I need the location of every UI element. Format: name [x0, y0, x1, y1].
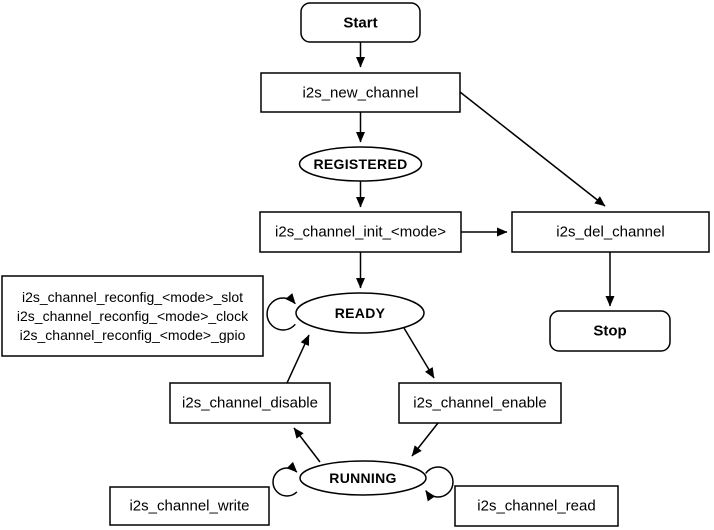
- start-node: [300, 2, 421, 43]
- arrow-ready-to-enable: [403, 327, 435, 379]
- reconfig-gpio-label: i2s_channel_reconfig_<mode>_gpio: [20, 327, 246, 343]
- arrow-disable-to-ready: [286, 334, 310, 384]
- reconfig-node: [1, 275, 264, 357]
- registered-label: REGISTERED: [313, 156, 407, 172]
- stop-label: Stop: [593, 323, 626, 340]
- new-channel-label: i2s_new_channel: [303, 85, 419, 102]
- stop-node: [549, 310, 671, 352]
- enable-node: [398, 382, 562, 424]
- node-labels: Start i2s_new_channel REGISTERED i2s_cha…: [17, 15, 665, 515]
- running-self-loop-write: [272, 461, 298, 497]
- start-label: Start: [343, 15, 377, 32]
- reconfig-clock-label: i2s_channel_reconfig_<mode>_clock: [17, 308, 249, 324]
- enable-label: i2s_channel_enable: [413, 395, 546, 412]
- init-label: i2s_channel_init_<mode>: [275, 224, 446, 241]
- registered-state: [298, 146, 423, 182]
- reconfig-slot-label: i2s_channel_reconfig_<mode>_slot: [22, 289, 243, 305]
- write-node: [109, 486, 270, 526]
- arrow-enable-to-running: [411, 422, 439, 457]
- ready-label: READY: [335, 305, 386, 321]
- write-label: i2s_channel_write: [129, 498, 249, 515]
- read-node: [454, 485, 619, 527]
- arrow-running-to-disable: [293, 427, 321, 463]
- new-channel-node: [260, 72, 461, 113]
- disable-node: [169, 382, 331, 424]
- running-self-loop-read: [425, 466, 454, 502]
- connectors: [266, 42, 615, 502]
- running-state: [299, 460, 427, 496]
- ready-self-loop-reconfig: [266, 293, 296, 331]
- arrow-new-channel-to-del-channel: [459, 91, 606, 207]
- disable-label: i2s_channel_disable: [182, 395, 318, 412]
- ready-state: [295, 292, 425, 334]
- del-channel-node: [511, 211, 710, 253]
- init-node: [259, 211, 462, 253]
- running-label: RUNNING: [329, 470, 396, 486]
- del-channel-label: i2s_del_channel: [556, 224, 664, 241]
- read-label: i2s_channel_read: [477, 498, 595, 515]
